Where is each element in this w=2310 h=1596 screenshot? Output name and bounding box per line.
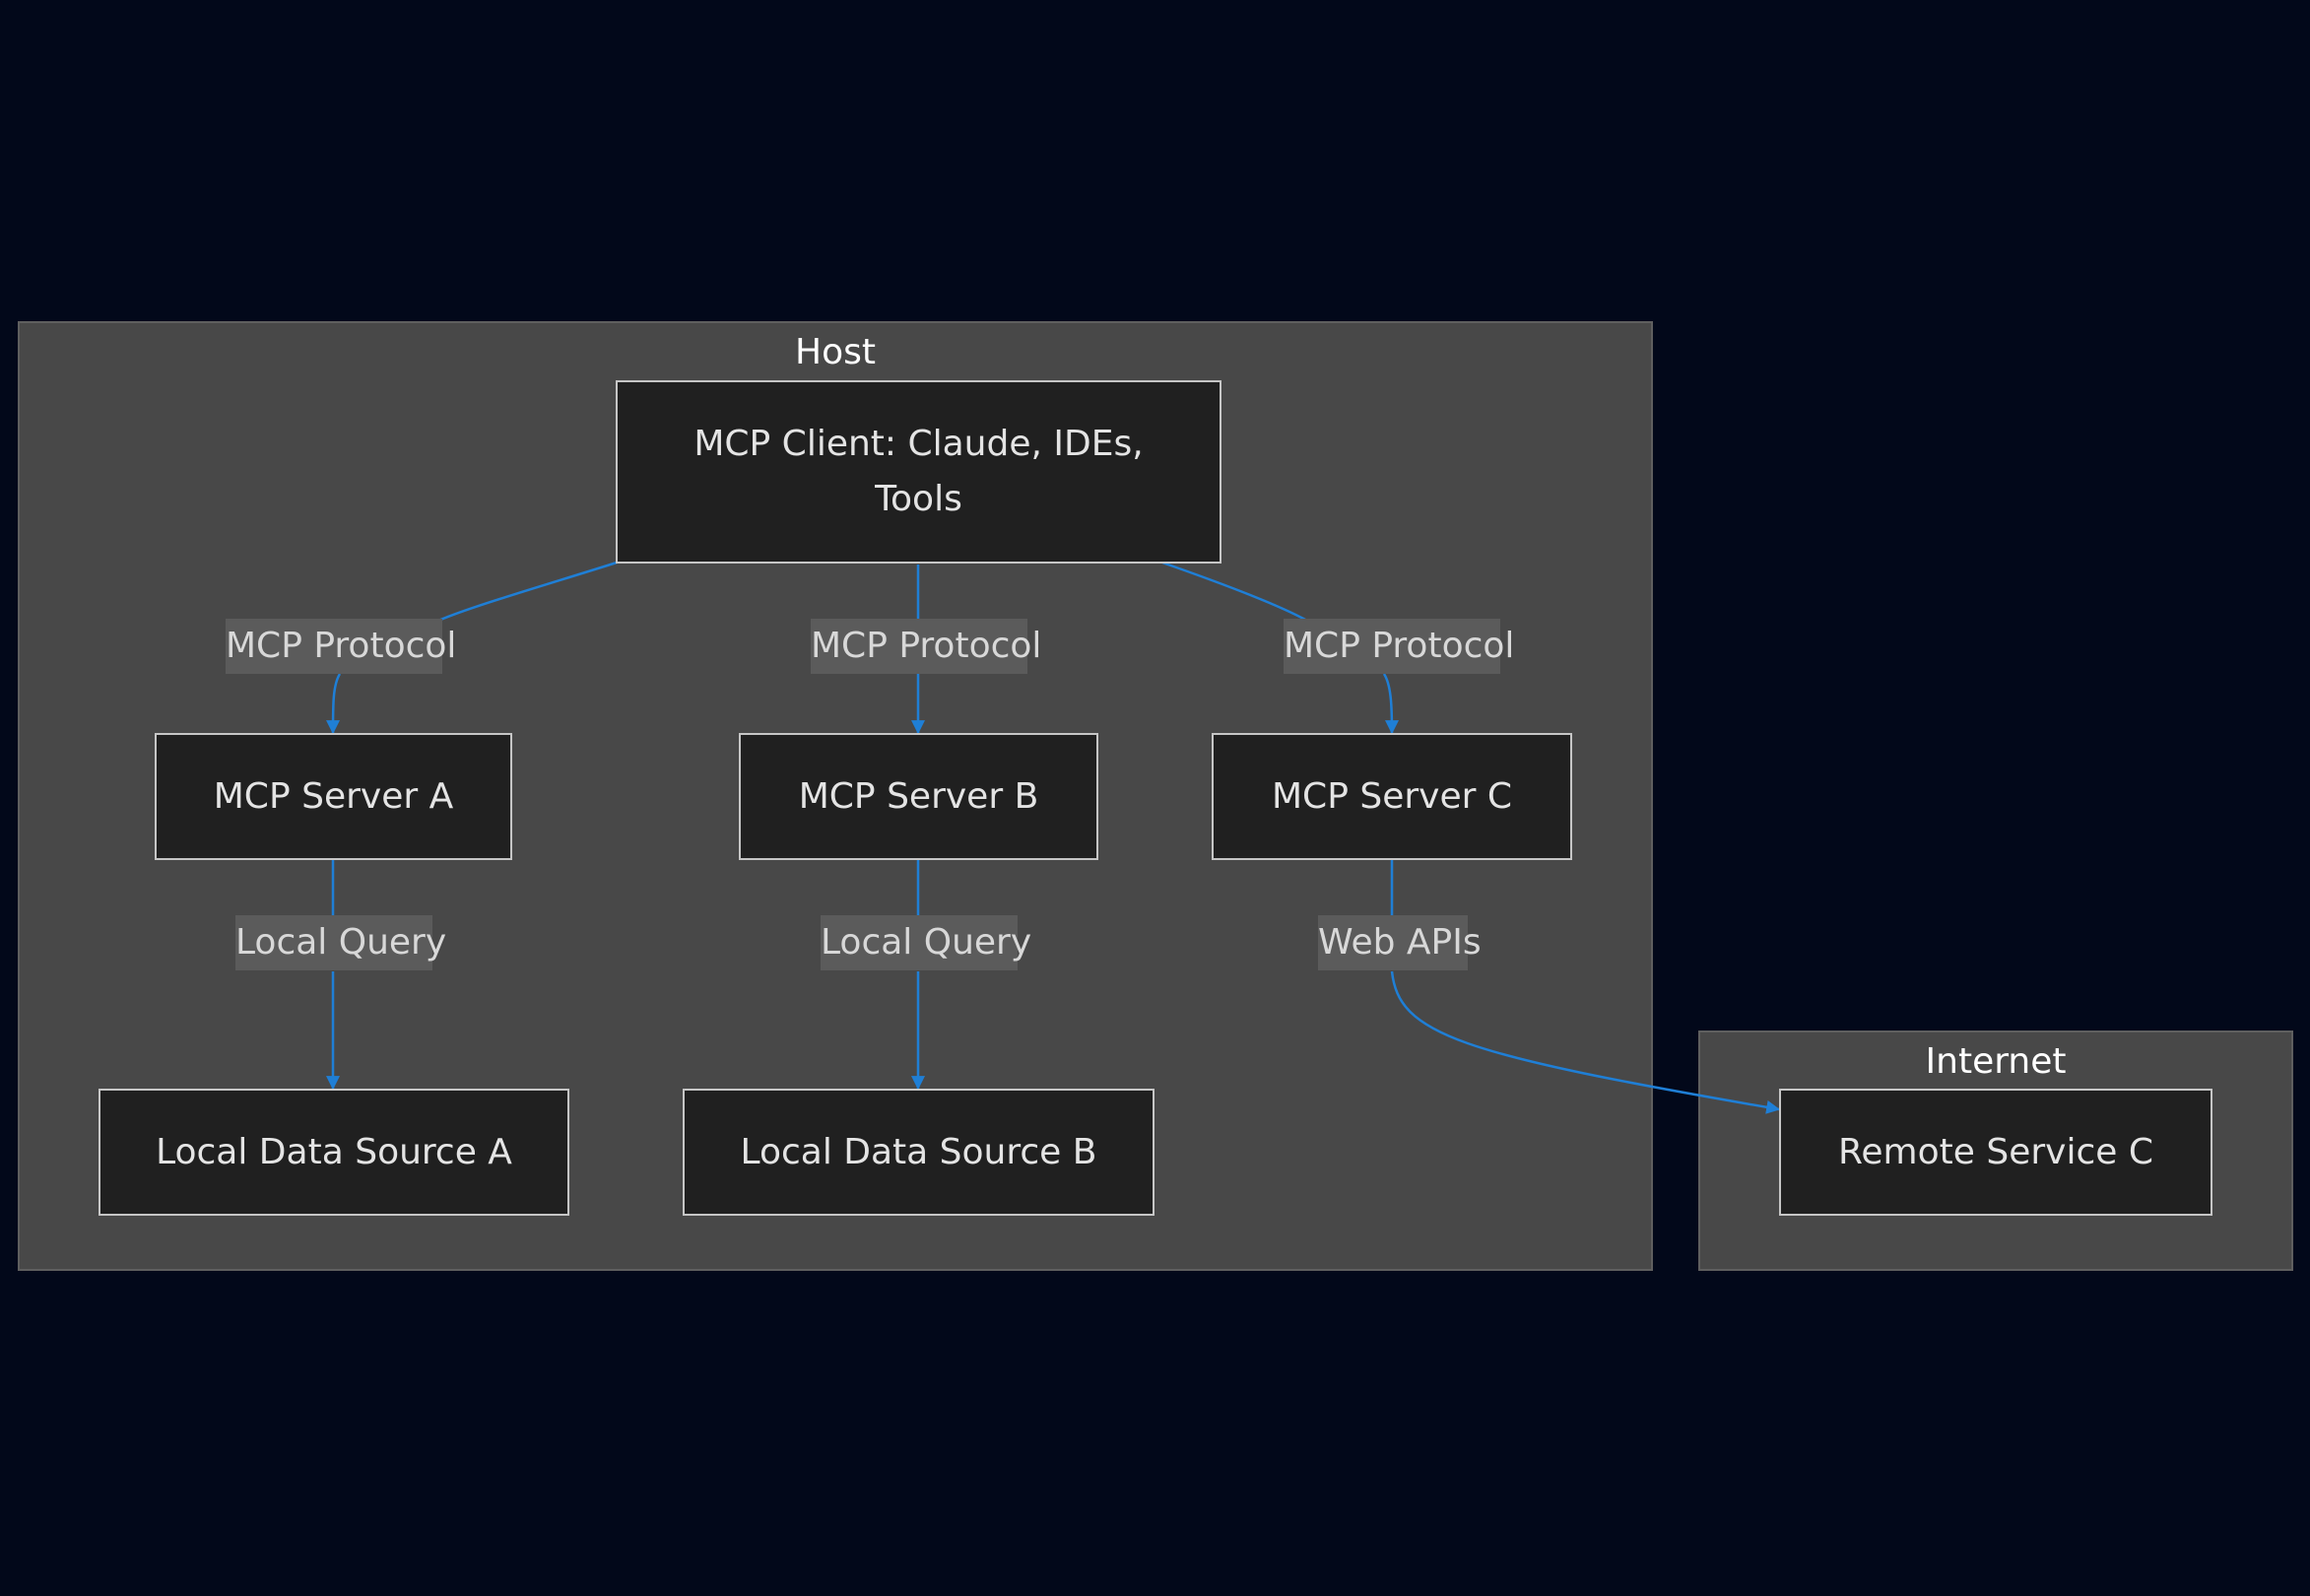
edge-label-server-b-source-b: Local Query — [821, 915, 1031, 970]
edge-client-server-a — [333, 561, 618, 733]
mcp-server-c-label: MCP Server C — [1272, 775, 1512, 817]
remote-service-c-label: Remote Service C — [1838, 1131, 2153, 1172]
mcp-server-b-label: MCP Server B — [798, 775, 1039, 817]
edge-client-server-c — [1161, 561, 1392, 733]
mcp-client-node: MCP Client: Claude, IDEs, Tools — [616, 380, 1221, 564]
internet-cluster-title: Internet — [1925, 1041, 2067, 1082]
mcp-server-c-node: MCP Server C — [1212, 733, 1572, 860]
edge-label-client-server-b: MCP Protocol — [811, 619, 1041, 674]
edge-label-server-a-source-a: Local Query — [235, 915, 446, 970]
edge-label-client-server-c: MCP Protocol — [1284, 619, 1514, 674]
mcp-server-a-node: MCP Server A — [155, 733, 512, 860]
local-data-source-a-node: Local Data Source A — [99, 1089, 569, 1216]
host-cluster-title: Host — [795, 332, 876, 372]
local-data-source-b-label: Local Data Source B — [740, 1131, 1097, 1172]
local-data-source-a-label: Local Data Source A — [156, 1131, 512, 1172]
mcp-server-a-label: MCP Server A — [213, 775, 454, 817]
edge-label-client-server-a: MCP Protocol — [226, 619, 456, 674]
remote-service-c-node: Remote Service C — [1779, 1089, 2212, 1216]
edge-server-c-remote-c — [1390, 860, 1779, 1109]
mcp-client-label: MCP Client: Claude, IDEs, Tools — [693, 424, 1144, 519]
local-data-source-b-node: Local Data Source B — [683, 1089, 1155, 1216]
edge-label-server-c-remote-c: Web APIs — [1318, 915, 1482, 970]
mcp-server-b-node: MCP Server B — [739, 733, 1098, 860]
